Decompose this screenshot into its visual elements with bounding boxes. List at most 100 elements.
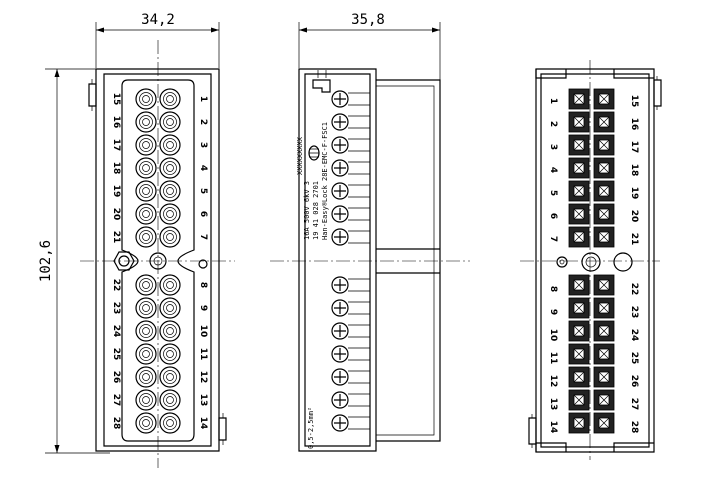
side-marking-line: 19 41 028 2701 (312, 181, 320, 240)
back-right-label: 19 (629, 187, 639, 200)
contact-socket (135, 111, 157, 133)
front-left-label: 18 (111, 162, 121, 175)
screw-head (331, 90, 370, 108)
side-width-label: 35,8 (351, 12, 385, 28)
terminal-block (568, 297, 590, 319)
front-left-label: 28 (111, 417, 121, 430)
contact-socket (159, 297, 181, 319)
back-right-label: 16 (629, 118, 639, 131)
back-left-label: 7 (548, 236, 558, 242)
side-marking-line: Han-Easy®Lock 28E-EMC-F-FSC1 (321, 122, 329, 240)
terminal-block (568, 412, 590, 434)
contact-socket (135, 297, 157, 319)
front-right-label: 7 (198, 234, 208, 240)
side-bottom-mark: 0,5-2,5mm² (307, 407, 315, 449)
back-left-label: 6 (548, 213, 558, 219)
back-left-label: 4 (548, 167, 558, 173)
back-left-label: 8 (548, 286, 558, 292)
back-right-labels: 15 16 17 18 19 20 21 22 23 24 25 26 27 2… (629, 95, 639, 434)
front-left-label: 16 (111, 116, 121, 129)
contact-socket (135, 320, 157, 342)
front-left-label: 15 (111, 93, 121, 106)
screw-head (331, 368, 370, 386)
back-left-label: 1 (548, 98, 558, 104)
front-right-label: 3 (198, 142, 208, 148)
screw-head (331, 299, 370, 317)
terminal-block (568, 343, 590, 365)
front-right-label: 6 (198, 211, 208, 217)
terminal-block (593, 274, 615, 296)
terminal-block (593, 366, 615, 388)
screw-head (331, 159, 370, 177)
screw-head (331, 276, 370, 294)
back-left-label: 14 (548, 421, 558, 434)
terminal-block (593, 111, 615, 133)
terminal-block (568, 320, 590, 342)
back-left-label: 13 (548, 398, 558, 411)
back-right-label: 15 (629, 95, 639, 108)
contact-socket (159, 366, 181, 388)
terminal-block (593, 412, 615, 434)
screw-head (331, 414, 370, 432)
front-right-label: 2 (198, 119, 208, 125)
contact-socket (135, 226, 157, 248)
contact-socket (159, 203, 181, 225)
back-terminal-grid (568, 88, 615, 434)
terminal-block (568, 203, 590, 225)
terminal-block (568, 389, 590, 411)
terminal-block (568, 111, 590, 133)
contact-socket (135, 88, 157, 110)
contact-socket (159, 180, 181, 202)
dimension-side-width: 35,8 (298, 12, 441, 80)
front-right-label: 4 (198, 165, 208, 171)
front-left-label: 19 (111, 185, 121, 198)
side-screw-column (331, 90, 370, 432)
contact-socket (135, 180, 157, 202)
contact-socket (159, 226, 181, 248)
front-width-label: 34,2 (141, 12, 175, 28)
back-right-label: 28 (629, 421, 639, 434)
contact-socket (159, 274, 181, 296)
contact-socket (135, 134, 157, 156)
front-left-label: 27 (111, 394, 121, 407)
contact-socket (159, 320, 181, 342)
terminal-block (568, 157, 590, 179)
front-right-label: 1 (198, 96, 208, 102)
front-right-label: 8 (198, 282, 208, 288)
terminal-block (593, 180, 615, 202)
front-right-label: 12 (198, 371, 208, 384)
screw-head (331, 113, 370, 131)
contact-socket (135, 412, 157, 434)
back-right-label: 22 (629, 283, 639, 296)
contact-socket (135, 274, 157, 296)
back-left-label: 12 (548, 375, 558, 388)
front-left-label: 22 (111, 279, 121, 292)
front-right-label: 10 (198, 325, 208, 338)
terminal-block (593, 297, 615, 319)
back-right-label: 21 (629, 233, 639, 246)
terminal-block (568, 180, 590, 202)
front-right-label: 9 (198, 305, 208, 311)
terminal-block (568, 134, 590, 156)
back-right-label: 27 (629, 398, 639, 411)
front-view: 15 16 17 18 19 20 21 22 23 24 25 26 27 2… (80, 40, 235, 468)
front-left-label: 20 (111, 208, 121, 221)
back-right-label: 23 (629, 306, 639, 319)
side-marking: Han-Easy®Lock 28E-EMC-F-FSC1 19 41 028 2… (296, 122, 329, 449)
side-marking-line: 16A 500V 6kV 3 (303, 181, 311, 240)
contact-socket (159, 111, 181, 133)
screw-head (331, 345, 370, 363)
screw-head (331, 228, 370, 246)
front-right-label: 5 (198, 188, 208, 194)
back-left-labels: 1 2 3 4 5 6 7 8 9 10 11 12 13 14 (548, 98, 558, 433)
terminal-block (568, 226, 590, 248)
screw-head (331, 205, 370, 223)
screw-head (331, 182, 370, 200)
terminal-block (568, 88, 590, 110)
terminal-block (593, 157, 615, 179)
screw-head (331, 322, 370, 340)
contact-socket (135, 366, 157, 388)
front-right-labels: 1 2 3 4 5 6 7 8 9 10 11 12 13 14 (198, 96, 208, 429)
height-label: 102,6 (38, 240, 54, 282)
